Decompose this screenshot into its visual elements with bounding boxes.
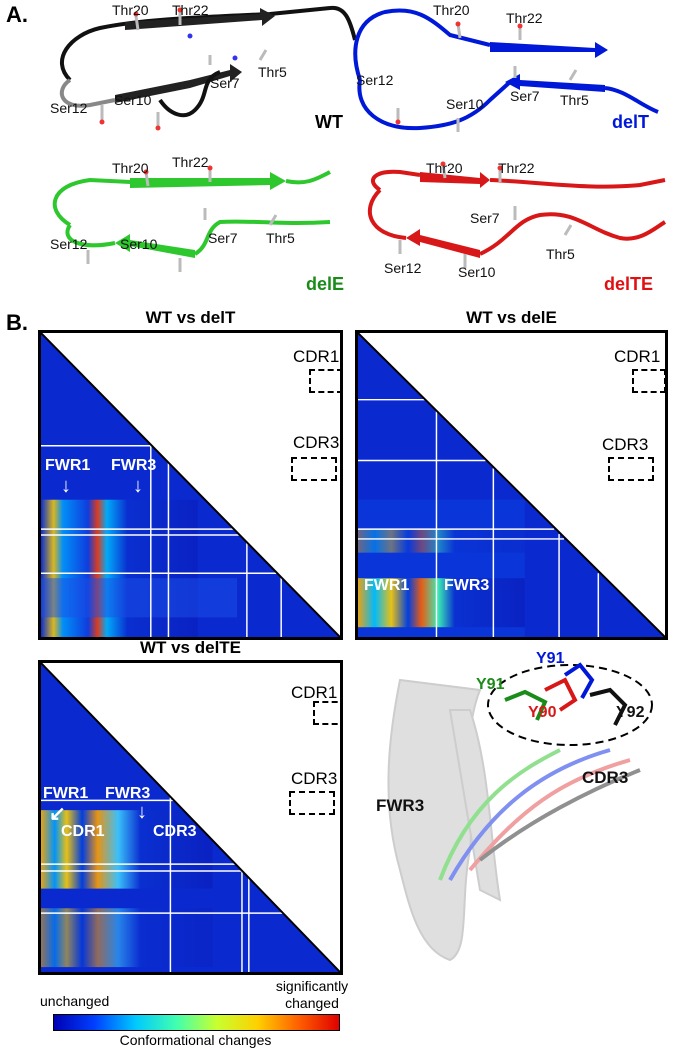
y91-blue-label: Y91: [536, 650, 565, 667]
map3-cdr3-box: [289, 791, 335, 815]
map-wt-vs-dele: CDR1 CDR3 FWR1 FWR3: [355, 330, 668, 640]
map3-cdr3-low-label: CDR3: [153, 823, 197, 840]
delte-res-ser7: Ser7: [470, 210, 500, 226]
map1-cdr3-box: [291, 457, 337, 481]
wt-res-ser12: Ser12: [50, 100, 88, 116]
map1-fwr3-arrow-icon: ↓: [133, 475, 143, 497]
map1-cdr3-label: CDR3: [293, 433, 340, 452]
dele-res-ser12: Ser12: [50, 236, 88, 252]
overlay-cdr3-label: CDR3: [582, 768, 629, 787]
legend-high-label-2: changed: [285, 995, 339, 1011]
wt-ribbon: [59, 5, 357, 131]
wt-label: WT: [315, 112, 343, 132]
map-wt-vs-delte: CDR1 CDR3 FWR1 FWR3 ↙ ↓ CDR1 CDR3: [38, 660, 343, 975]
legend-caption: Conformational changes: [119, 1032, 272, 1048]
map3-heat: [41, 663, 340, 972]
delt-res-thr20: Thr20: [433, 2, 470, 18]
structure-dele: Thr20 Thr22 Ser7 Thr5 Ser12 Ser10 delE: [30, 150, 360, 300]
map3-fwr1-label: FWR1: [43, 785, 89, 802]
structure-wt: Thr20 Thr22 Ser7 Thr5 Ser12 Ser10 WT: [30, 0, 360, 150]
y92-label: Y92: [616, 704, 645, 721]
delte-ribbon: [367, 161, 667, 268]
structure-delte: Thr20 Thr22 Ser7 Thr5 Ser12 Ser10 delTE: [340, 150, 675, 300]
overlay-structure: Y91 Y91 Y90 Y92 FWR3 CDR3: [360, 650, 675, 970]
map3-title: WT vs delTE: [139, 638, 242, 657]
map2-fwr3-label: FWR3: [444, 577, 490, 594]
dele-res-ser10: Ser10: [120, 236, 158, 252]
map1-fwr1-label: FWR1: [45, 457, 91, 474]
map2-heat: [358, 333, 665, 637]
overlay-ribbons: [387, 662, 653, 962]
wt-res-thr22: Thr22: [172, 2, 209, 18]
delte-label: delTE: [604, 274, 654, 294]
delt-res-ser10: Ser10: [446, 96, 484, 112]
overlay-fwr3-label: FWR3: [376, 796, 425, 815]
map1-cdr1-box: [309, 369, 340, 393]
map3-cdr1-label: CDR1: [291, 683, 338, 702]
delte-res-thr20: Thr20: [426, 160, 463, 176]
wt-res-thr5: Thr5: [258, 64, 287, 80]
map2-cdr1-label: CDR1: [614, 347, 661, 366]
map2-cdr3-box: [608, 457, 654, 481]
delte-res-ser10: Ser10: [458, 264, 496, 280]
map3-fwr1-arrow-icon: ↙: [49, 803, 66, 825]
wt-res-ser7: Ser7: [210, 75, 240, 91]
dele-res-thr20: Thr20: [112, 160, 149, 176]
map1-title: WT vs delT: [145, 308, 236, 327]
map2-fwr1-label: FWR1: [364, 577, 410, 594]
dele-res-ser7: Ser7: [208, 230, 238, 246]
map2-title: WT vs delE: [466, 308, 557, 327]
legend-low-label: unchanged: [40, 993, 110, 1009]
delte-res-thr5: Thr5: [546, 246, 575, 262]
dele-res-thr22: Thr22: [172, 154, 209, 170]
delt-res-ser12: Ser12: [356, 72, 394, 88]
structure-delt: Thr20 Thr22 Ser7 Thr5 Ser12 Ser10 delT: [340, 0, 675, 150]
map2-cdr1-box: [632, 369, 665, 393]
delt-res-thr5: Thr5: [560, 92, 589, 108]
dele-ribbon: [52, 165, 331, 272]
delt-res-ser7: Ser7: [510, 88, 540, 104]
map1-fwr1-arrow-icon: ↓: [61, 475, 71, 497]
delte-res-ser12: Ser12: [384, 260, 422, 276]
delt-res-thr22: Thr22: [506, 10, 543, 26]
panel-a-letter: A.: [6, 2, 28, 27]
legend-high-label-1: significantly: [275, 978, 349, 994]
legend-colorbar: [53, 1014, 340, 1031]
wt-res-thr20: Thr20: [112, 2, 149, 18]
y91-green-label: Y91: [476, 676, 505, 693]
delte-res-thr22: Thr22: [498, 160, 535, 176]
map3-cdr3-label: CDR3: [291, 769, 338, 788]
map1-cdr1-label: CDR1: [293, 347, 340, 366]
map3-cdr1-box: [313, 701, 340, 725]
map3-fwr3-arrow-icon: ↓: [137, 801, 147, 823]
map-wt-vs-delt: CDR1 CDR3 FWR1 FWR3 ↓ ↓: [38, 330, 343, 640]
wt-res-ser10: Ser10: [114, 92, 152, 108]
y90-label: Y90: [528, 704, 557, 721]
map1-heat: [41, 333, 340, 637]
map3-fwr3-label: FWR3: [105, 785, 151, 802]
map2-cdr3-label: CDR3: [602, 435, 649, 454]
panel-b-letter: B.: [6, 310, 28, 335]
dele-label: delE: [306, 274, 345, 294]
dele-res-thr5: Thr5: [266, 230, 295, 246]
delt-ribbon: [353, 8, 659, 132]
map1-fwr3-label: FWR3: [111, 457, 157, 474]
delt-label: delT: [612, 112, 650, 132]
map3-cdr1-low-label: CDR1: [61, 823, 105, 840]
